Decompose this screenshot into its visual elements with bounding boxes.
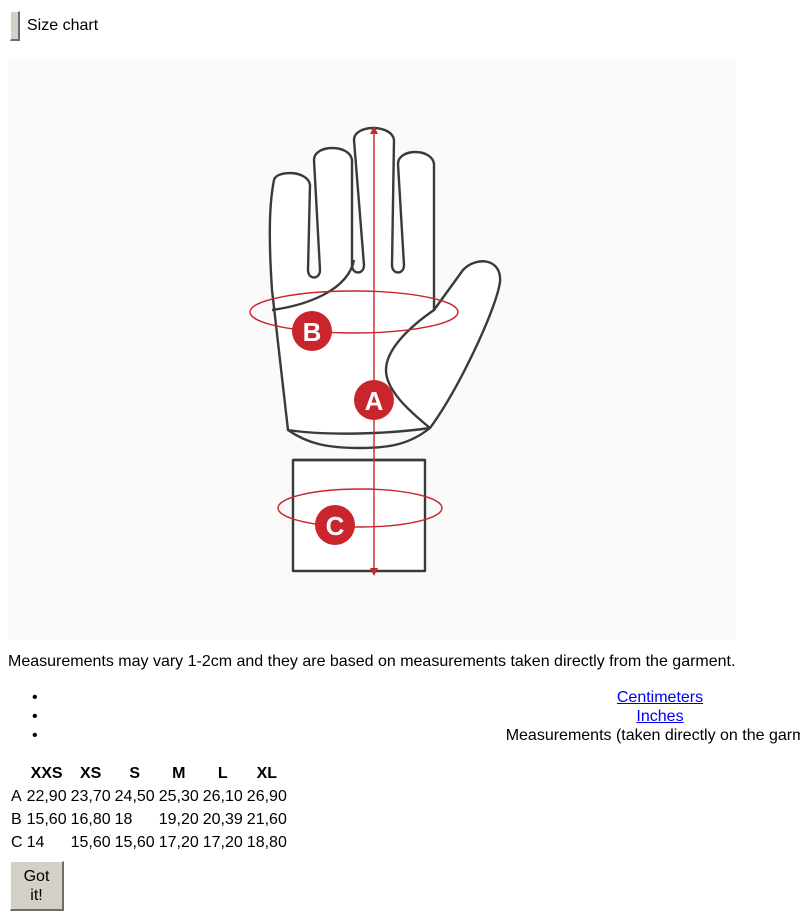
svg-text:A: A <box>365 386 384 416</box>
table-header-row: XXS XS S M L XL <box>10 763 288 784</box>
measurement-note: Measurements may vary 1-2cm and they are… <box>8 653 736 670</box>
table-cell: 15,60 <box>114 834 155 851</box>
unit-option-measurements: Measurements (taken directly on the garm… <box>0 726 800 745</box>
svg-text:B: B <box>303 317 322 347</box>
palm-circumference-line <box>249 290 459 334</box>
size-table: XXS XS S M L XL A 22,90 23,70 24,50 25,3… <box>8 761 290 855</box>
glove-outline <box>268 126 502 435</box>
table-cell: 14 <box>26 834 45 851</box>
table-cell: 15,60 <box>26 811 67 828</box>
unit-selector-list: Centimeters Inches Measurements (taken d… <box>0 688 800 745</box>
menu-toggle-button[interactable] <box>10 11 20 41</box>
header: Size chart <box>10 10 98 42</box>
marker-b: B <box>292 311 332 351</box>
table-cell: 25,30 <box>158 788 199 805</box>
table-header-cell: XS <box>79 765 102 782</box>
inches-link[interactable]: Inches <box>636 708 684 725</box>
table-cell: B <box>11 811 22 828</box>
table-cell: 18,80 <box>246 834 287 851</box>
table-row: A 22,90 23,70 24,50 25,30 26,10 26,90 <box>10 786 288 807</box>
table-cell: 24,50 <box>114 788 155 805</box>
unit-option-inches: Inches <box>0 707 800 726</box>
table-header-cell: L <box>217 765 228 782</box>
table-cell: C <box>11 834 23 851</box>
table-header-cell: XXS <box>30 765 63 782</box>
table-cell: 16,80 <box>70 811 111 828</box>
table-header-cell: XL <box>256 765 278 782</box>
table-header-cell: M <box>172 765 186 782</box>
got-it-label-line2: it! <box>30 886 43 904</box>
svg-text:C: C <box>326 511 345 541</box>
marker-c: C <box>315 505 355 545</box>
table-cell: 26,10 <box>202 788 243 805</box>
got-it-button[interactable]: Got it! <box>10 861 64 911</box>
table-row: C 14 15,60 15,60 17,20 17,20 18,80 <box>10 832 288 853</box>
glove-cuff <box>291 458 427 573</box>
table-cell: 18 <box>114 811 133 828</box>
table-cell: 17,20 <box>202 834 243 851</box>
page-title: Size chart <box>27 17 99 34</box>
table-cell: 15,60 <box>70 834 111 851</box>
centimeters-link[interactable]: Centimeters <box>616 689 704 706</box>
glove-measurement-diagram: B A C <box>8 60 736 640</box>
unit-option-centimeters: Centimeters <box>0 688 800 707</box>
table-header-cell <box>10 763 24 784</box>
wrist-circumference-line <box>277 488 443 528</box>
table-cell: 23,70 <box>70 788 111 805</box>
table-row: B 15,60 16,80 18 19,20 20,39 21,60 <box>10 809 288 830</box>
got-it-label-line1: Got <box>23 867 50 885</box>
table-header-cell: S <box>129 765 141 782</box>
table-cell: 26,90 <box>246 788 287 805</box>
table-cell: 22,90 <box>26 788 67 805</box>
table-cell: 19,20 <box>158 811 199 828</box>
glove-illustration: B A C <box>249 126 502 576</box>
table-cell: 21,60 <box>246 811 287 828</box>
table-cell: 17,20 <box>158 834 199 851</box>
marker-a: A <box>354 380 394 420</box>
measurements-description: Measurements (taken directly on the garm… <box>505 727 800 744</box>
table-cell: A <box>11 788 22 805</box>
table-cell: 20,39 <box>202 811 243 828</box>
